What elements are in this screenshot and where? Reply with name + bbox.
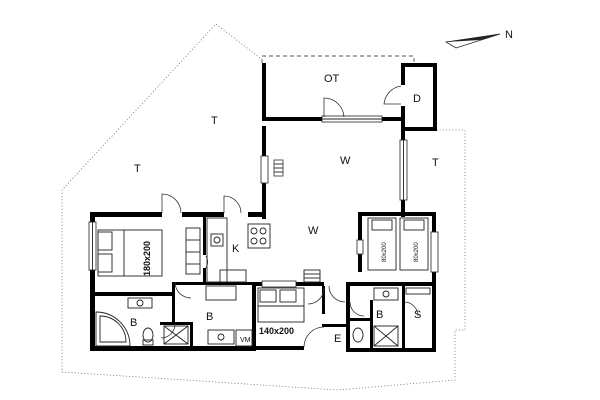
- label-entrance: E: [334, 333, 341, 345]
- bed-master: [97, 229, 163, 277]
- label-terrace-east: T: [432, 157, 439, 169]
- compass-label: N: [505, 29, 513, 41]
- outdoor-terrace-outline: [261, 55, 415, 63]
- compass-arrow-icon: [444, 33, 501, 49]
- label-washing-machine: VM: [240, 337, 251, 344]
- label-bed-twin-right: 80x200: [414, 242, 420, 262]
- windows: [88, 115, 439, 288]
- label-bath-master: B: [130, 317, 137, 329]
- label-bed-master: 180x200: [142, 241, 152, 276]
- furniture: [95, 159, 431, 347]
- bed-twins: [367, 217, 429, 271]
- label-living-upper: W: [340, 155, 351, 167]
- label-bath-right: B: [376, 309, 383, 321]
- label-outdoor-terrace: OT: [324, 73, 340, 85]
- label-terrace-west: T: [134, 163, 141, 175]
- label-bed-second: 140x200: [259, 326, 294, 336]
- label-bath-hall: B: [206, 311, 213, 323]
- label-bed-twin-left: 80x200: [382, 242, 388, 262]
- label-kitchen: K: [232, 243, 240, 255]
- label-living-main: W: [308, 225, 319, 237]
- label-storage: D: [413, 93, 421, 105]
- label-sauna: S: [414, 309, 421, 321]
- walls: [90, 63, 437, 352]
- label-terrace-north: T: [211, 115, 218, 127]
- bed-second: [257, 287, 305, 323]
- plot-boundary-west: [61, 23, 466, 391]
- doors: [160, 85, 419, 348]
